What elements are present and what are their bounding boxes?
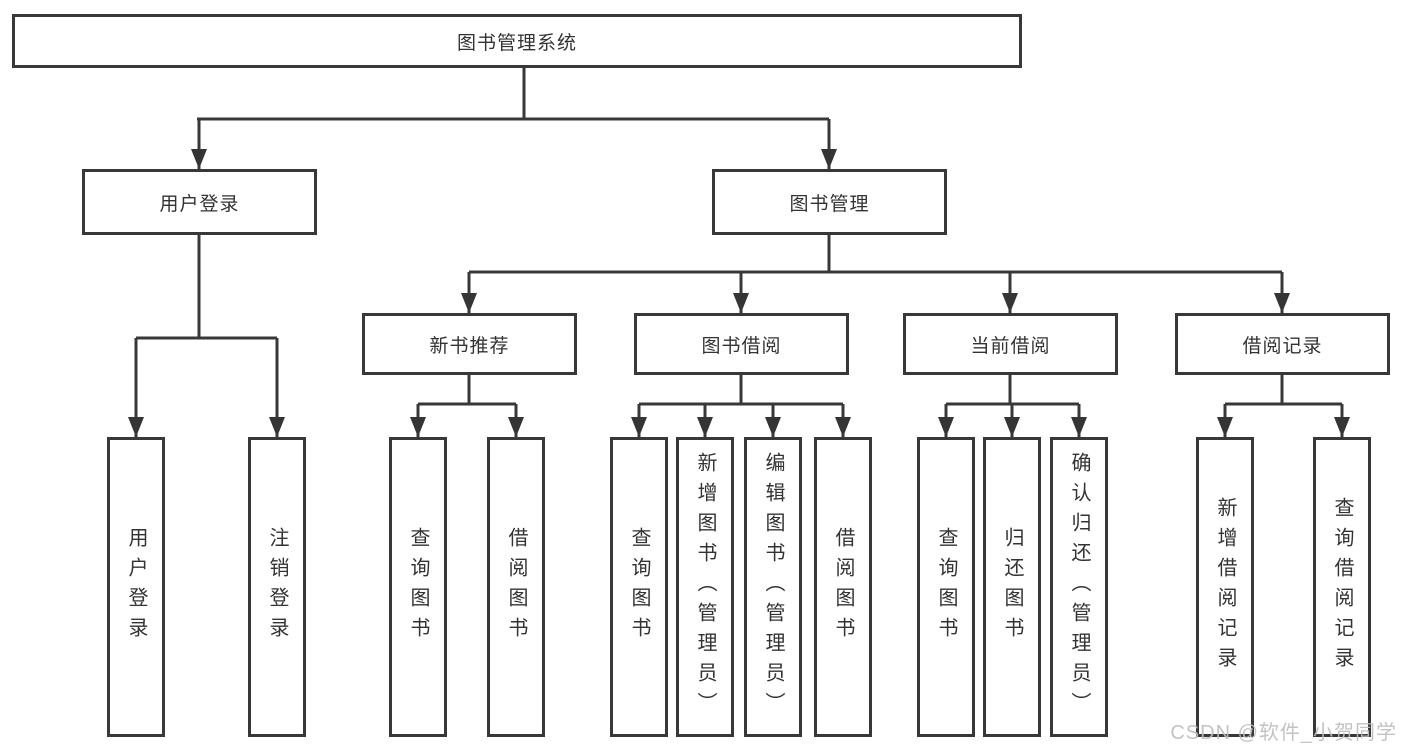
leaf-query-borrow-record: 查询借阅记录 — [1313, 437, 1371, 737]
connector-book-borrow-to-leaves — [631, 375, 851, 437]
leaf-return-book: 归还图书 — [983, 437, 1041, 737]
connector-borrow-record-to-leaves — [1217, 375, 1350, 437]
leaf-query-books-recommend: 查询图书 — [389, 437, 447, 737]
connector-root-to-level2 — [191, 66, 837, 169]
leaf-query-books-current: 查询图书 — [917, 437, 975, 737]
leaf-borrow-books-recommend: 借阅图书 — [487, 437, 545, 737]
connector-current-borrow-to-leaves — [938, 375, 1087, 437]
leaf-add-borrow-record: 新增借阅记录 — [1196, 437, 1254, 737]
leaf-query-books-borrow: 查询图书 — [610, 437, 668, 737]
node-current-borrow: 当前借阅 — [903, 313, 1118, 375]
connector-user-login-to-leaves — [128, 235, 285, 437]
node-book-management: 图书管理 — [712, 169, 947, 235]
leaf-confirm-return-admin: 确认归还（管理员） — [1050, 437, 1108, 737]
node-new-book-recommend: 新书推荐 — [362, 313, 577, 375]
node-user-login: 用户登录 — [82, 169, 317, 235]
csdn-watermark: CSDN @软件_小贺同学 — [1170, 722, 1397, 744]
leaf-user-login: 用户登录 — [107, 437, 165, 737]
connector-book-management-to-level3 — [461, 235, 1290, 313]
leaf-borrow-book: 借阅图书 — [814, 437, 872, 737]
node-book-borrow: 图书借阅 — [634, 313, 849, 375]
leaf-edit-book-admin: 编辑图书（管理员） — [744, 437, 802, 737]
leaf-logout: 注销登录 — [248, 437, 306, 737]
node-library-management-system: 图书管理系统 — [12, 14, 1022, 68]
connector-new-book-recommend-to-leaves — [410, 375, 524, 437]
leaf-add-book-admin: 新增图书（管理员） — [676, 437, 734, 737]
node-borrow-record: 借阅记录 — [1175, 313, 1390, 375]
